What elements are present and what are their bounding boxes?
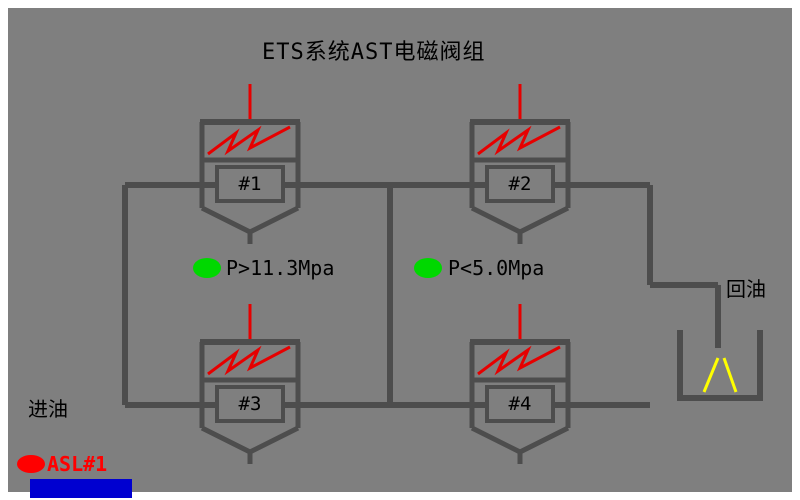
blue-strip: [30, 479, 132, 498]
valve-4-label: #4: [508, 393, 532, 415]
pressure-high-text: P>11.3Mpa: [226, 256, 335, 280]
return-oil-label: 回油: [726, 277, 766, 301]
valve-1-label: #1: [238, 173, 262, 195]
page-title: ETS系统AST电磁阀组: [262, 40, 486, 65]
tank-icon: [677, 330, 763, 401]
pressure-low-text: P<5.0Mpa: [448, 256, 545, 280]
pipe-network: [122, 182, 721, 408]
inlet-oil-label: 进油: [28, 397, 68, 421]
tank-drain-marks-icon: [702, 357, 738, 393]
asl-tag-label: ASL#1: [47, 452, 108, 476]
valve-3-label: #3: [238, 393, 262, 415]
valve-2-label: #2: [508, 173, 532, 195]
pressure-high-lamp: [193, 258, 221, 278]
asl-indicator-icon: [17, 455, 45, 473]
hmi-panel-background: [8, 8, 792, 492]
pressure-low-lamp: [414, 258, 442, 278]
